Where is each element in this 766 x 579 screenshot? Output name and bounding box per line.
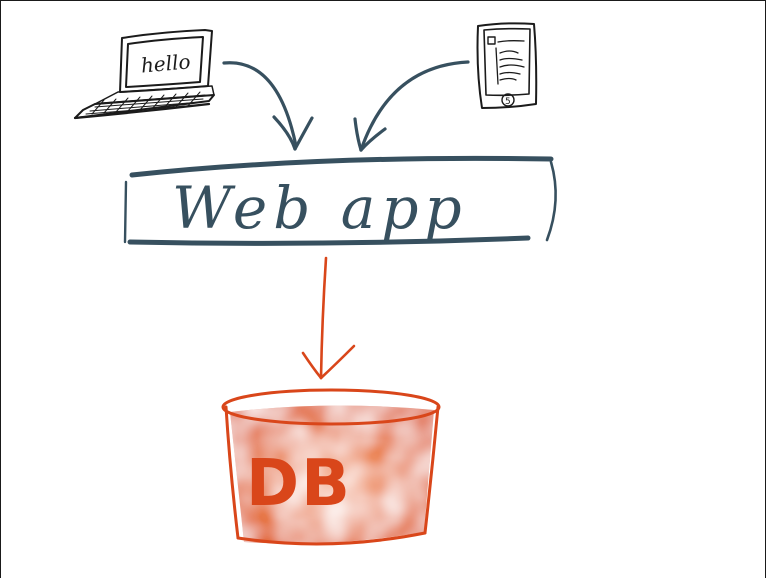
db-label: DB bbox=[246, 447, 352, 521]
arrow-laptop-to-webapp bbox=[222, 61, 314, 151]
database-icon bbox=[221, 388, 441, 546]
arrow-tablet-to-webapp bbox=[353, 60, 470, 152]
arrow-webapp-to-db bbox=[301, 256, 356, 380]
tablet-icon bbox=[476, 22, 538, 109]
webapp-box bbox=[123, 155, 557, 246]
laptop-screen-text: hello bbox=[140, 49, 191, 77]
tablet-button-glyph: 5 bbox=[505, 97, 511, 107]
webapp-label: Web app bbox=[172, 174, 468, 242]
laptop-icon bbox=[73, 29, 215, 120]
